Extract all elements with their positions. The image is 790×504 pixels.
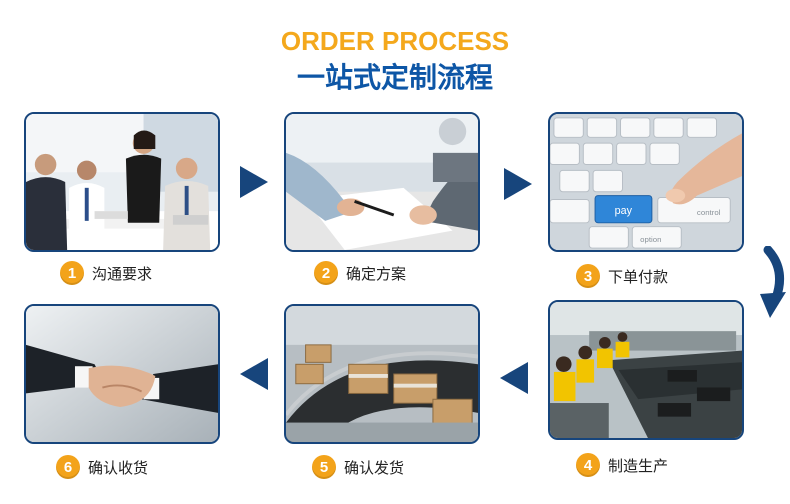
step-4-label: 4 制造生产 (576, 452, 668, 478)
step-title: 确认发货 (344, 458, 405, 477)
step-1-label: 1 沟通要求 (60, 260, 152, 286)
step-title: 下单付款 (608, 267, 669, 286)
title-english: ORDER PROCESS (280, 26, 510, 56)
step-6-label: 6 确认收货 (56, 454, 148, 480)
pay-key-label: pay (615, 205, 633, 217)
step-3-label: 3 下单付款 (576, 263, 668, 289)
factory-production-photo (548, 300, 744, 440)
control-key-label: control (697, 208, 721, 217)
conveyor-boxes-photo (284, 304, 480, 444)
arrow-right-icon (504, 168, 532, 200)
step-number-badge: 4 (576, 453, 600, 477)
step-number-badge: 6 (56, 455, 80, 479)
step-number-badge: 2 (314, 261, 338, 285)
arrow-left-icon (240, 358, 268, 390)
curved-arrow-down-icon (760, 246, 786, 318)
step-number-badge: 1 (60, 261, 84, 285)
document-signing-photo (284, 112, 480, 252)
option-key-label: option (640, 235, 661, 244)
handshake-photo (24, 304, 220, 444)
title-chinese: 一站式定制流程 (296, 61, 493, 94)
step-number-badge: 5 (312, 455, 336, 479)
business-meeting-photo (24, 112, 220, 252)
step-5-label: 5 确认发货 (312, 454, 404, 480)
arrow-left-icon (500, 362, 528, 394)
step-title: 制造生产 (608, 456, 669, 475)
step-title: 沟通要求 (92, 264, 153, 283)
arrow-right-icon (240, 166, 268, 198)
step-title: 确定方案 (346, 264, 407, 283)
step-title: 确认收货 (88, 458, 149, 477)
step-number-badge: 3 (576, 264, 600, 288)
keyboard-pay-photo: pay option control (548, 112, 744, 252)
step-2-label: 2 确定方案 (314, 260, 406, 286)
